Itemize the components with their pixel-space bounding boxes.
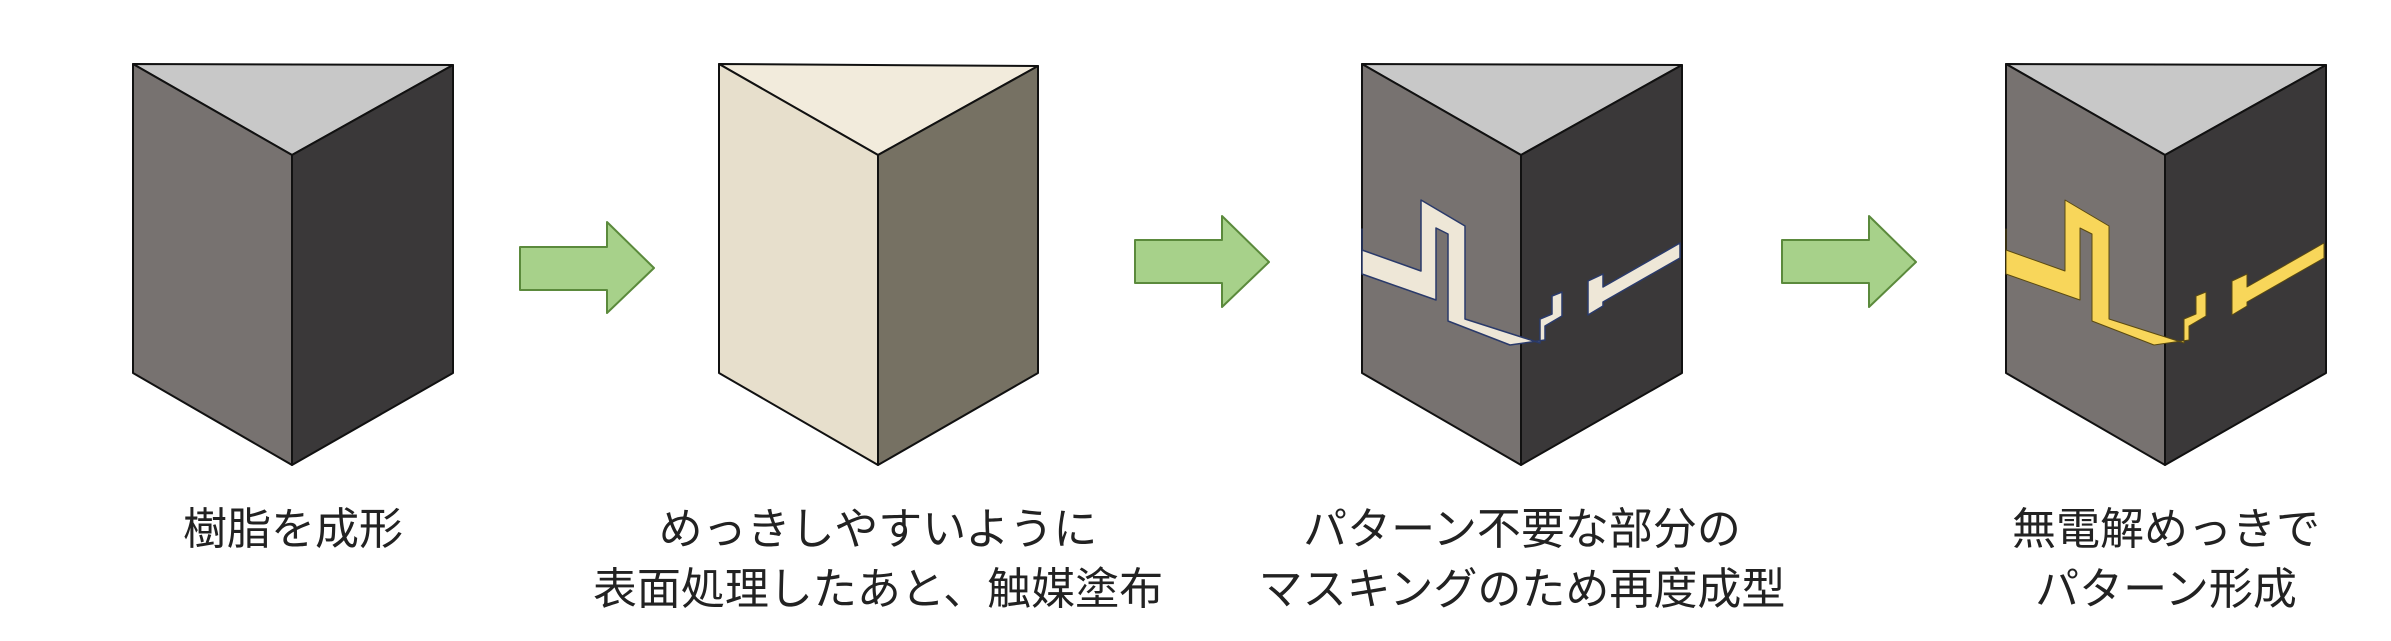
plated-pattern-zigzag: [2005, 199, 2207, 346]
caption-line: パターン形成: [2035, 564, 2297, 615]
caption-line: 無電解めっきで: [2012, 504, 2320, 555]
plated-pattern-pad: [2231, 242, 2325, 316]
caption-line: マスキングのため再度成型: [1258, 564, 1786, 615]
prism-right-face: [291, 64, 454, 466]
process-arrow-3: [1781, 215, 1917, 308]
step-4-caption: 無電解めっきで パターン形成: [2012, 500, 2320, 620]
prism-right-face: [877, 65, 1039, 466]
step-4-plated-prism: [2005, 63, 2327, 466]
caption-line: 表面処理したあと、触媒塗布: [592, 564, 1164, 615]
step-1-caption: 樹脂を成形: [183, 500, 403, 560]
step-1-resin-prism: [132, 63, 454, 466]
caption-line: めっきしやすいように: [658, 504, 1098, 555]
step-3-caption: パターン不要な部分の マスキングのため再度成型: [1259, 500, 1786, 620]
process-arrow-2: [1134, 215, 1270, 308]
unmasked-pattern-pad: [1587, 242, 1681, 316]
step-3-masked-prism: [1361, 63, 1683, 466]
caption-line: パターン不要な部分の: [1303, 504, 1741, 555]
step-2-caption: めっきしやすいように 表面処理したあと、触媒塗布: [593, 500, 1163, 620]
step-2-treated-prism: [718, 63, 1039, 466]
unmasked-pattern-zigzag: [1361, 199, 1563, 346]
process-arrow-1: [519, 221, 655, 314]
prism-right-face: [1520, 64, 1683, 466]
prism-right-face: [2164, 64, 2327, 466]
caption-line: 樹脂を成形: [183, 504, 403, 555]
